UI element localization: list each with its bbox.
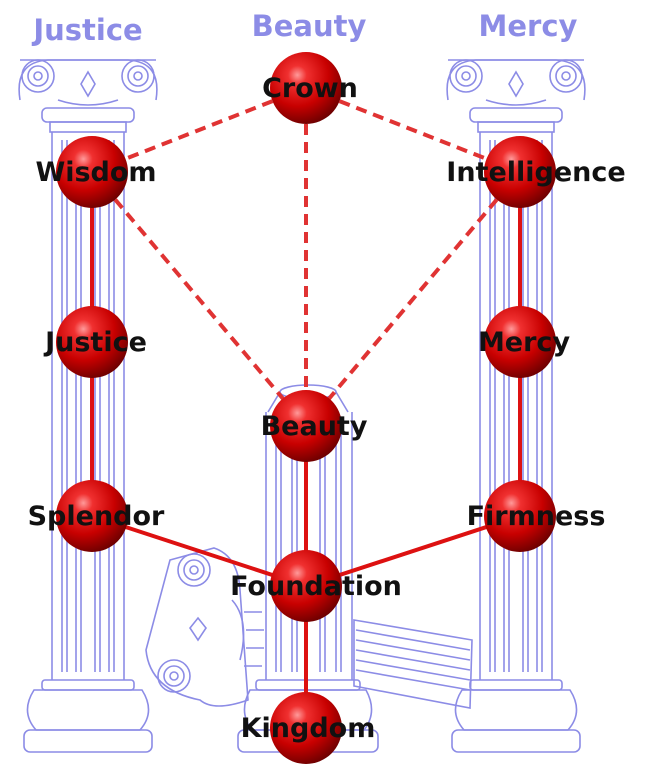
label-justice: Justice	[43, 327, 147, 358]
dashed-path-intelligence-beauty	[306, 172, 520, 426]
label-firmness: Firmness	[467, 501, 606, 532]
label-mercy: Mercy	[478, 327, 571, 358]
label-splendor: Splendor	[28, 501, 165, 532]
label-crown: Crown	[262, 73, 358, 104]
right-pillar-title: Mercy	[479, 9, 578, 43]
fallen-shaft	[354, 620, 472, 708]
label-intelligence: Intelligence	[446, 157, 625, 188]
label-kingdom: Kingdom	[241, 713, 376, 744]
left-pillar-title: Justice	[31, 13, 142, 47]
label-wisdom: Wisdom	[35, 157, 156, 188]
label-beauty: Beauty	[261, 411, 368, 442]
label-foundation: Foundation	[230, 571, 402, 602]
center-pillar-title: Beauty	[252, 9, 367, 43]
